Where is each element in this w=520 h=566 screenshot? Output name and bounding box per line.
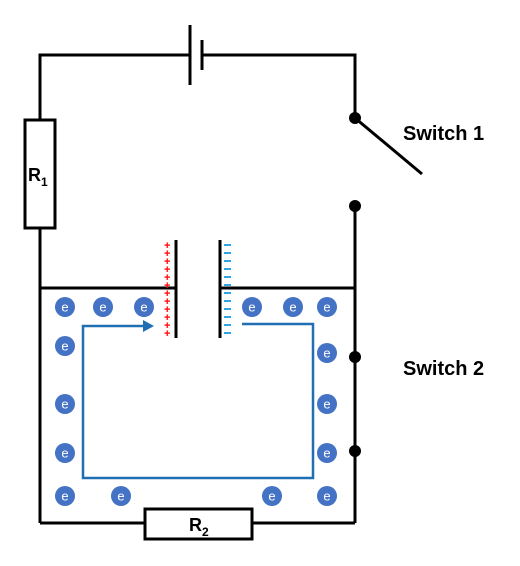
capacitor	[174, 240, 222, 338]
electron-label: e	[61, 489, 68, 504]
r2-letter: R	[189, 515, 202, 535]
positive-charge: +	[164, 320, 170, 332]
electron-label: e	[289, 300, 296, 315]
electron-label: e	[61, 339, 68, 354]
top-wire	[38, 53, 190, 120]
electron-label: e	[323, 446, 330, 461]
electron-label: e	[323, 397, 330, 412]
electron: e	[55, 336, 75, 356]
positive-charge: +	[164, 280, 170, 292]
positive-charge: +	[164, 240, 170, 252]
negative-charges	[224, 244, 231, 334]
electron: e	[134, 297, 154, 317]
electron: e	[317, 394, 337, 414]
switch2-label: Switch 2	[403, 358, 484, 380]
electron: e	[317, 297, 337, 317]
positive-charges: ++++++++++++	[164, 240, 170, 340]
top-right-wire	[202, 53, 357, 118]
switch-1[interactable]	[349, 112, 423, 212]
electron-label: e	[268, 489, 275, 504]
svg-text:R2: R2	[189, 515, 209, 539]
electron-label: e	[117, 489, 124, 504]
switch-2[interactable]	[349, 351, 361, 457]
electron: e	[317, 486, 337, 506]
positive-charge: +	[164, 256, 170, 268]
electron: e	[111, 486, 131, 506]
electron: e	[262, 486, 282, 506]
r2-subscript: 2	[202, 525, 209, 539]
positive-charge: +	[164, 312, 170, 324]
electron: e	[283, 297, 303, 317]
positive-charge: +	[164, 248, 170, 260]
electron-label: e	[61, 446, 68, 461]
switch1-label: Switch 1	[403, 123, 484, 145]
electron-label: e	[323, 300, 330, 315]
electron-label: e	[248, 300, 255, 315]
current-loop-line	[81, 322, 315, 480]
electron-label: e	[323, 489, 330, 504]
electron: e	[55, 394, 75, 414]
current-arrowhead	[143, 320, 154, 332]
svg-text:R1: R1	[28, 165, 48, 189]
positive-charge: +	[164, 328, 170, 340]
positive-charge: +	[164, 272, 170, 284]
electron: e	[55, 443, 75, 463]
switch1-lever[interactable]	[354, 116, 423, 176]
electron-label: e	[99, 300, 106, 315]
electron-label: e	[61, 397, 68, 412]
r1-subscript: 1	[41, 175, 48, 189]
positive-charge: +	[164, 304, 170, 316]
electron-label: e	[140, 300, 147, 315]
electron-label: e	[323, 346, 330, 361]
electron-label: e	[61, 300, 68, 315]
current-flow-path	[81, 320, 315, 480]
electron: e	[55, 297, 75, 317]
battery	[188, 25, 204, 85]
resistor-r2: R2	[143, 507, 254, 541]
wires	[38, 53, 357, 525]
switch1-bottom-terminal	[349, 200, 361, 212]
electron: e	[242, 297, 262, 317]
electron: e	[93, 297, 113, 317]
electrons: e e e e e e e e e e e e e e e e	[55, 297, 337, 506]
electron: e	[55, 486, 75, 506]
electron: e	[317, 343, 337, 363]
positive-charge: +	[164, 264, 170, 276]
resistor-r1: R1	[23, 118, 57, 230]
electron: e	[317, 443, 337, 463]
positive-charge: +	[164, 288, 170, 300]
r1-letter: R	[28, 165, 41, 185]
positive-charge: +	[164, 296, 170, 308]
